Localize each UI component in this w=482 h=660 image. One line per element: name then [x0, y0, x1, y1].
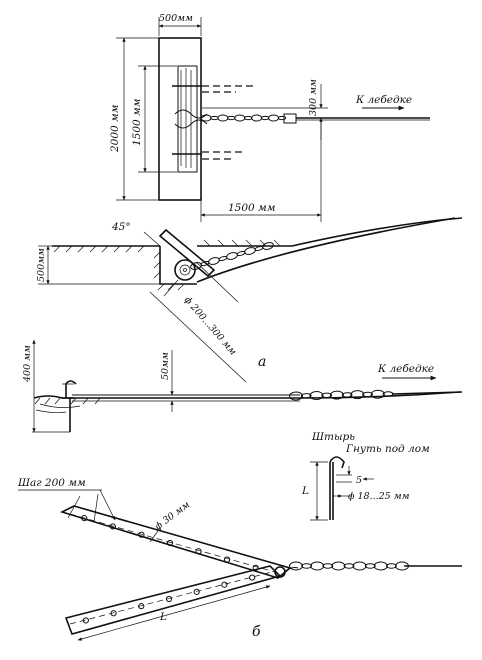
- pin-diameter-label: ϕ 18...25 мм: [348, 491, 410, 502]
- bar-hole: [221, 581, 228, 588]
- chain-link: [260, 115, 270, 121]
- diameter-leader: [149, 291, 247, 383]
- chain-link: [200, 114, 212, 122]
- top-winch-label: К лебедке: [355, 94, 412, 106]
- view-a-cable: [391, 391, 463, 395]
- chain-link: [386, 563, 397, 569]
- chain-link: [331, 561, 346, 571]
- chain-link: [364, 563, 376, 569]
- bar-hole: [195, 548, 202, 555]
- bar-hole: [193, 588, 200, 595]
- dim-500: 500мм: [159, 13, 193, 24]
- section-chain: [190, 242, 274, 270]
- caption-a: a: [258, 354, 266, 370]
- view-b: Шаг 200 мм ϕ 30 мм L б Штырь Гнуть под л…: [17, 431, 462, 641]
- chain-link: [321, 392, 333, 399]
- bend-label: Гнуть под лом: [345, 443, 430, 455]
- dim-1500: 1500 мм: [131, 99, 143, 146]
- chain-link: [322, 563, 334, 569]
- angle-45: 45°: [111, 221, 131, 233]
- chain-link: [289, 391, 303, 401]
- log-grain: [180, 68, 192, 168]
- dim-300: 300 мм: [308, 79, 319, 116]
- chain-link: [234, 114, 246, 122]
- dim-l: L: [159, 611, 167, 623]
- chain-link: [244, 247, 256, 255]
- dim-pin-400: 400 мм: [22, 345, 33, 383]
- view-a: 400 мм 50мм К лебедке: [22, 339, 463, 433]
- view-b-chain: [289, 561, 409, 571]
- chain-link: [300, 393, 312, 399]
- chain-link: [352, 561, 367, 571]
- anchor-log: [177, 65, 198, 173]
- dim-1500-h: 1500 мм: [228, 202, 275, 214]
- anchor-plank: [158, 37, 202, 201]
- chain-link: [370, 389, 385, 399]
- dim-50: 50мм: [160, 352, 171, 380]
- chain-link: [343, 563, 355, 569]
- chain-link: [309, 391, 324, 401]
- pin-detail-hook: [329, 456, 345, 469]
- chain-link: [373, 561, 388, 571]
- chain-link: [217, 114, 229, 122]
- bar-hole: [109, 523, 116, 530]
- ground-line-a: [33, 395, 74, 399]
- view-a-winch-label: К лебедке: [377, 363, 434, 375]
- pin-length-label: L: [301, 485, 309, 497]
- chain-link: [236, 250, 246, 257]
- dim-2000: 2000 мм: [109, 105, 121, 153]
- pitch-label: Шаг 200 мм: [17, 477, 86, 489]
- chain-link: [226, 252, 238, 260]
- top-view: К лебедке 500мм 2000 мм 1500 мм 300 мм 1…: [109, 13, 430, 222]
- bar-hole: [224, 556, 231, 563]
- hinge: [274, 566, 286, 578]
- chain-link: [227, 115, 236, 121]
- chain-link: [350, 390, 365, 400]
- chain-link: [277, 115, 287, 121]
- log-section: [174, 259, 196, 281]
- chain-link: [208, 257, 220, 265]
- view-a-chain: [289, 389, 394, 401]
- bend-size-label: 5: [356, 475, 362, 486]
- section-view: 45° 500мм ϕ 200...300 мм a: [36, 217, 463, 383]
- chain-link: [289, 561, 303, 571]
- chain-wrap: [174, 109, 208, 119]
- bar-hole: [249, 574, 256, 581]
- chain-link: [301, 563, 312, 569]
- dim-l-line: [77, 585, 271, 641]
- trench-slope: [196, 217, 456, 283]
- caption-b: б: [252, 624, 261, 640]
- bar-hole: [81, 515, 88, 522]
- dim-depth-500: 500мм: [36, 248, 47, 282]
- bar-b-lower: [64, 565, 282, 635]
- bar-hole: [252, 564, 259, 571]
- chain-link: [243, 115, 253, 121]
- pin-label: Штырь: [311, 431, 355, 443]
- chain-link: [310, 561, 325, 571]
- chain-link: [362, 391, 373, 398]
- section-plank: [158, 228, 216, 278]
- chain-link: [329, 390, 344, 400]
- chain-link: [218, 255, 228, 262]
- chain-link: [268, 114, 280, 122]
- top-chain: [200, 114, 287, 122]
- chain-link: [251, 114, 263, 122]
- chain-link: [341, 392, 353, 398]
- hole-diameter-label: ϕ 30 мм: [153, 499, 192, 532]
- chain-link: [210, 115, 219, 121]
- bar-hole: [166, 539, 174, 547]
- ground-right: [197, 217, 463, 247]
- chain-link: [262, 242, 274, 250]
- bar-hole: [138, 531, 145, 538]
